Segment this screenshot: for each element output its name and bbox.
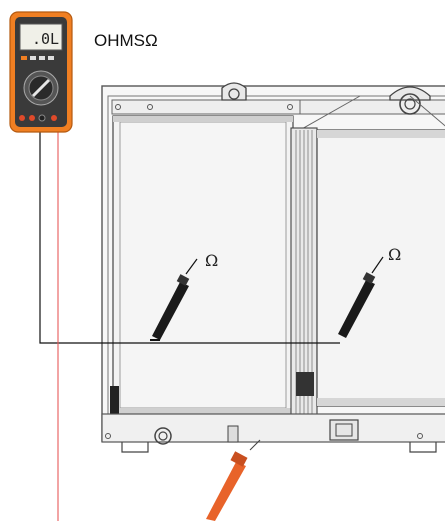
multimeter-icon	[9, 11, 73, 133]
radiator-icon	[101, 82, 445, 453]
probe-icon-red	[206, 439, 261, 521]
probe-icon-left	[150, 258, 198, 341]
black-test-lead	[39, 128, 340, 344]
meter-display: .0L	[32, 30, 59, 48]
probe-label-right: Ω	[388, 245, 401, 264]
probe-label-left: Ω	[205, 251, 218, 270]
probe-icon-right	[338, 256, 384, 338]
meter-mode-label: OHMSΩ	[94, 31, 158, 50]
